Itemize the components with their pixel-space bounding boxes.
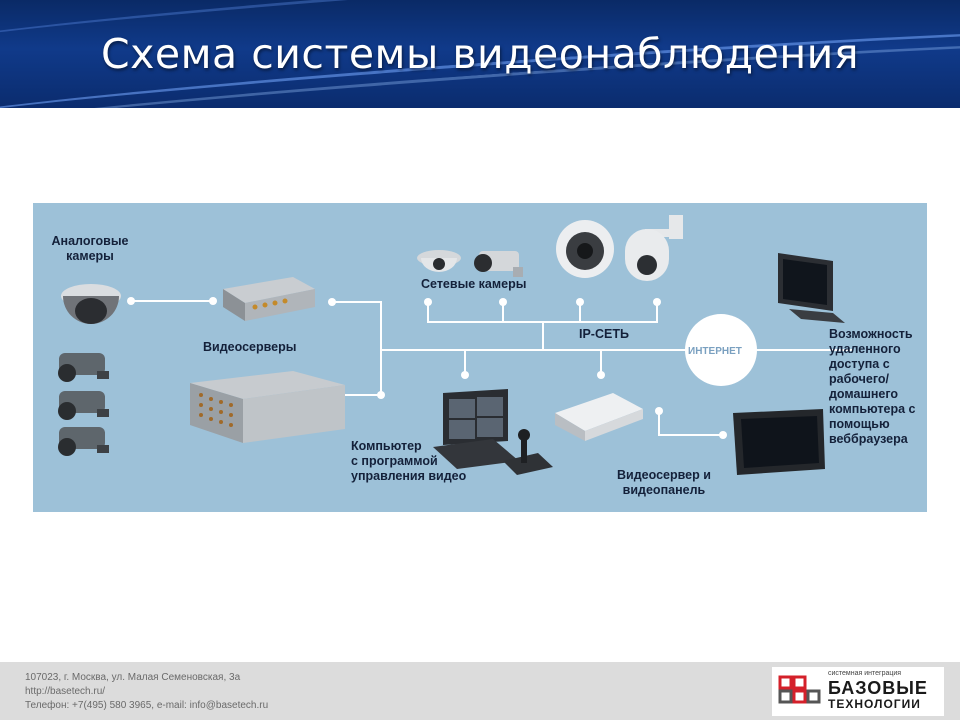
network-cameras-label: Сетевые камеры <box>421 277 527 291</box>
logo-tagline: системная интеграция <box>828 670 902 677</box>
diagram-graphics <box>58 215 853 475</box>
video-server-icon <box>223 277 315 321</box>
cctv-system-diagram: Аналоговые камеры Сетевые камеры Видеосе… <box>33 203 927 512</box>
joystick-icon <box>503 429 553 475</box>
footer-address: 107023, г. Москва, ул. Малая Семеновская… <box>25 672 241 683</box>
rack-server-icon <box>190 371 345 443</box>
remote-access-label: Возможность удаленного доступа с рабочег… <box>829 327 916 446</box>
video-panel-icon <box>733 409 825 475</box>
title-banner: Схема системы видеонаблюдения <box>0 0 960 108</box>
network-box-camera-icon <box>474 251 523 277</box>
analog-cameras-label: Аналоговые камеры <box>51 234 129 263</box>
videoserver-box-icon <box>555 393 643 441</box>
footer-website[interactable]: http://basetech.ru/ <box>25 686 106 697</box>
slide-title: Схема системы видеонаблюдения <box>101 30 859 78</box>
connection-dots <box>127 297 727 439</box>
box-camera-icon <box>58 391 109 420</box>
ip-network-label: IP-СЕТЬ <box>579 327 629 341</box>
box-camera-icon <box>58 427 109 456</box>
internet-label: ИНТЕРНЕТ <box>688 346 742 357</box>
internet-node <box>685 314 757 386</box>
videoserver-panel-label: Видеосервер и видеопанель <box>617 468 711 497</box>
video-servers-label: Видеосерверы <box>203 340 297 354</box>
footer-contacts: Телефон: +7(495) 580 3965, e-mail: info@… <box>25 700 269 711</box>
computer-label: Компьютер с программой управления видео <box>351 439 467 483</box>
mini-dome-camera-icon <box>417 250 461 272</box>
large-dome-camera-icon <box>556 220 614 278</box>
dome-camera-icon <box>61 284 121 324</box>
company-logo: системная интеграция БАЗОВЫЕ ТЕХНОЛОГИИ <box>772 667 944 716</box>
ptz-camera-icon <box>625 215 683 281</box>
computer-monitor-icon <box>433 389 519 469</box>
logo-squares-icon <box>778 675 821 704</box>
remote-monitor-icon <box>778 253 845 323</box>
logo-name-line1: БАЗОВЫЕ <box>828 678 928 698</box>
box-camera-icon <box>58 353 109 382</box>
logo-name-line2: ТЕХНОЛОГИИ <box>828 697 921 711</box>
